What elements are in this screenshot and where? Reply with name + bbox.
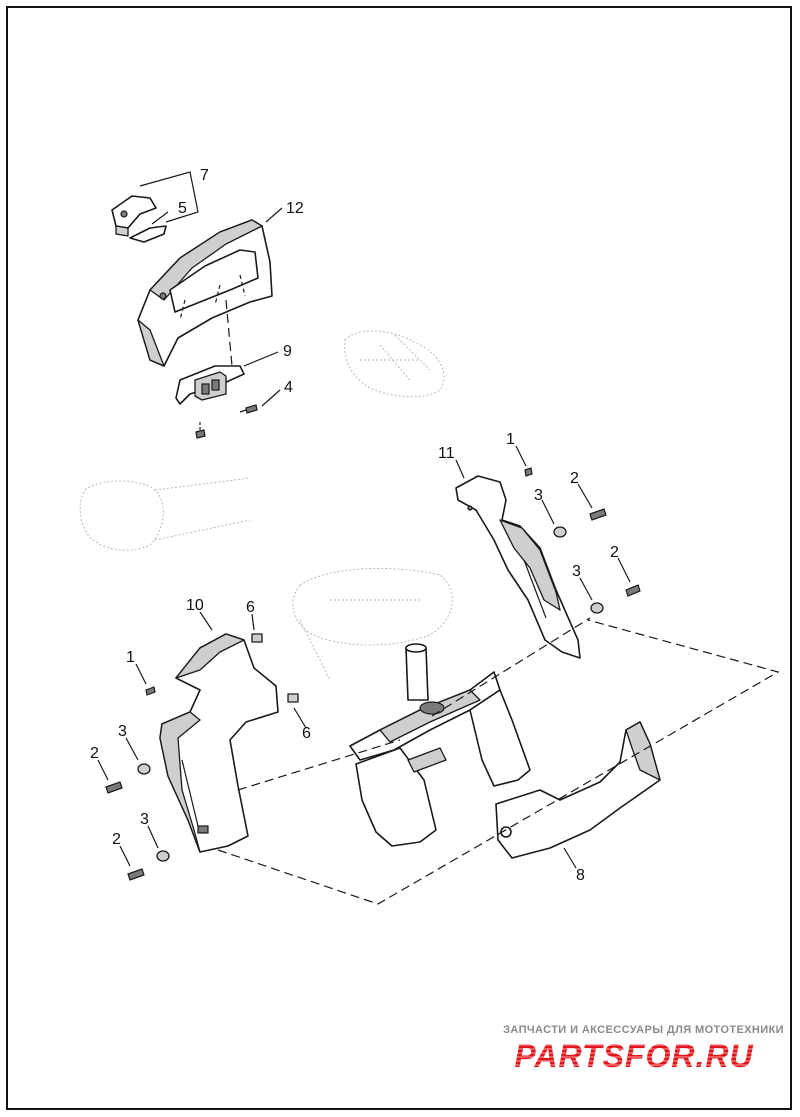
callout-3-lower-b: 3 xyxy=(140,811,149,828)
part-12-upper-cover xyxy=(137,219,273,367)
callout-5: 5 xyxy=(178,200,187,217)
callout-labels: 7 5 12 9 4 11 1 2 3 2 3 10 6 1 6 3 2 3 2… xyxy=(90,167,619,884)
callout-2-lower-a: 2 xyxy=(90,745,99,762)
center-bracket-assembly xyxy=(349,643,531,847)
callout-1-upper: 1 xyxy=(506,431,515,448)
callout-4: 4 xyxy=(284,379,293,396)
callout-2-lower-b: 2 xyxy=(112,831,121,848)
assembly-guide-lines xyxy=(217,299,780,905)
watermark: ЗАПЧАСТИ И АКСЕССУАРЫ ДЛЯ МОТОТЕХНИКИ PA… xyxy=(484,1024,784,1077)
callout-2-upper-b: 2 xyxy=(610,544,619,561)
part-9-switch-housing xyxy=(175,365,245,405)
part-8-lower-cover xyxy=(495,721,661,859)
background-assembly-ghost xyxy=(79,330,453,681)
part-11-right-cover xyxy=(455,475,581,659)
part-4-screws xyxy=(195,404,258,439)
callout-3-upper-b: 3 xyxy=(572,563,581,580)
part-10-left-cover xyxy=(159,633,279,853)
callout-11: 11 xyxy=(438,445,455,462)
callout-1-lower: 1 xyxy=(126,649,135,666)
partsfor-logo-image: PARTSFOR.RU xyxy=(514,1038,753,1074)
callout-leaders xyxy=(97,171,631,869)
callout-2-upper-a: 2 xyxy=(570,470,579,487)
part-5-pad xyxy=(129,225,167,243)
callout-6-lower: 6 xyxy=(302,725,311,742)
callout-12: 12 xyxy=(286,200,304,217)
callout-6-upper: 6 xyxy=(246,599,255,616)
part-1-2-screws xyxy=(105,467,641,881)
callout-3-upper-a: 3 xyxy=(534,487,543,504)
watermark-logo: PARTSFOR.RU xyxy=(484,1038,784,1077)
callout-7: 7 xyxy=(200,167,209,184)
diagram-border xyxy=(6,6,792,1110)
watermark-caption: ЗАПЧАСТИ И АКСЕССУАРЫ ДЛЯ МОТОТЕХНИКИ xyxy=(503,1024,784,1036)
callout-9: 9 xyxy=(283,343,292,360)
part-7-latch xyxy=(111,195,157,237)
callout-8: 8 xyxy=(576,867,585,884)
part-3-washers xyxy=(137,526,604,862)
callout-10: 10 xyxy=(186,597,204,614)
svg-text:PARTSFOR.RU: PARTSFOR.RU xyxy=(514,1038,753,1072)
part-6-springs xyxy=(251,633,299,703)
callout-3-lower-a: 3 xyxy=(118,723,127,740)
